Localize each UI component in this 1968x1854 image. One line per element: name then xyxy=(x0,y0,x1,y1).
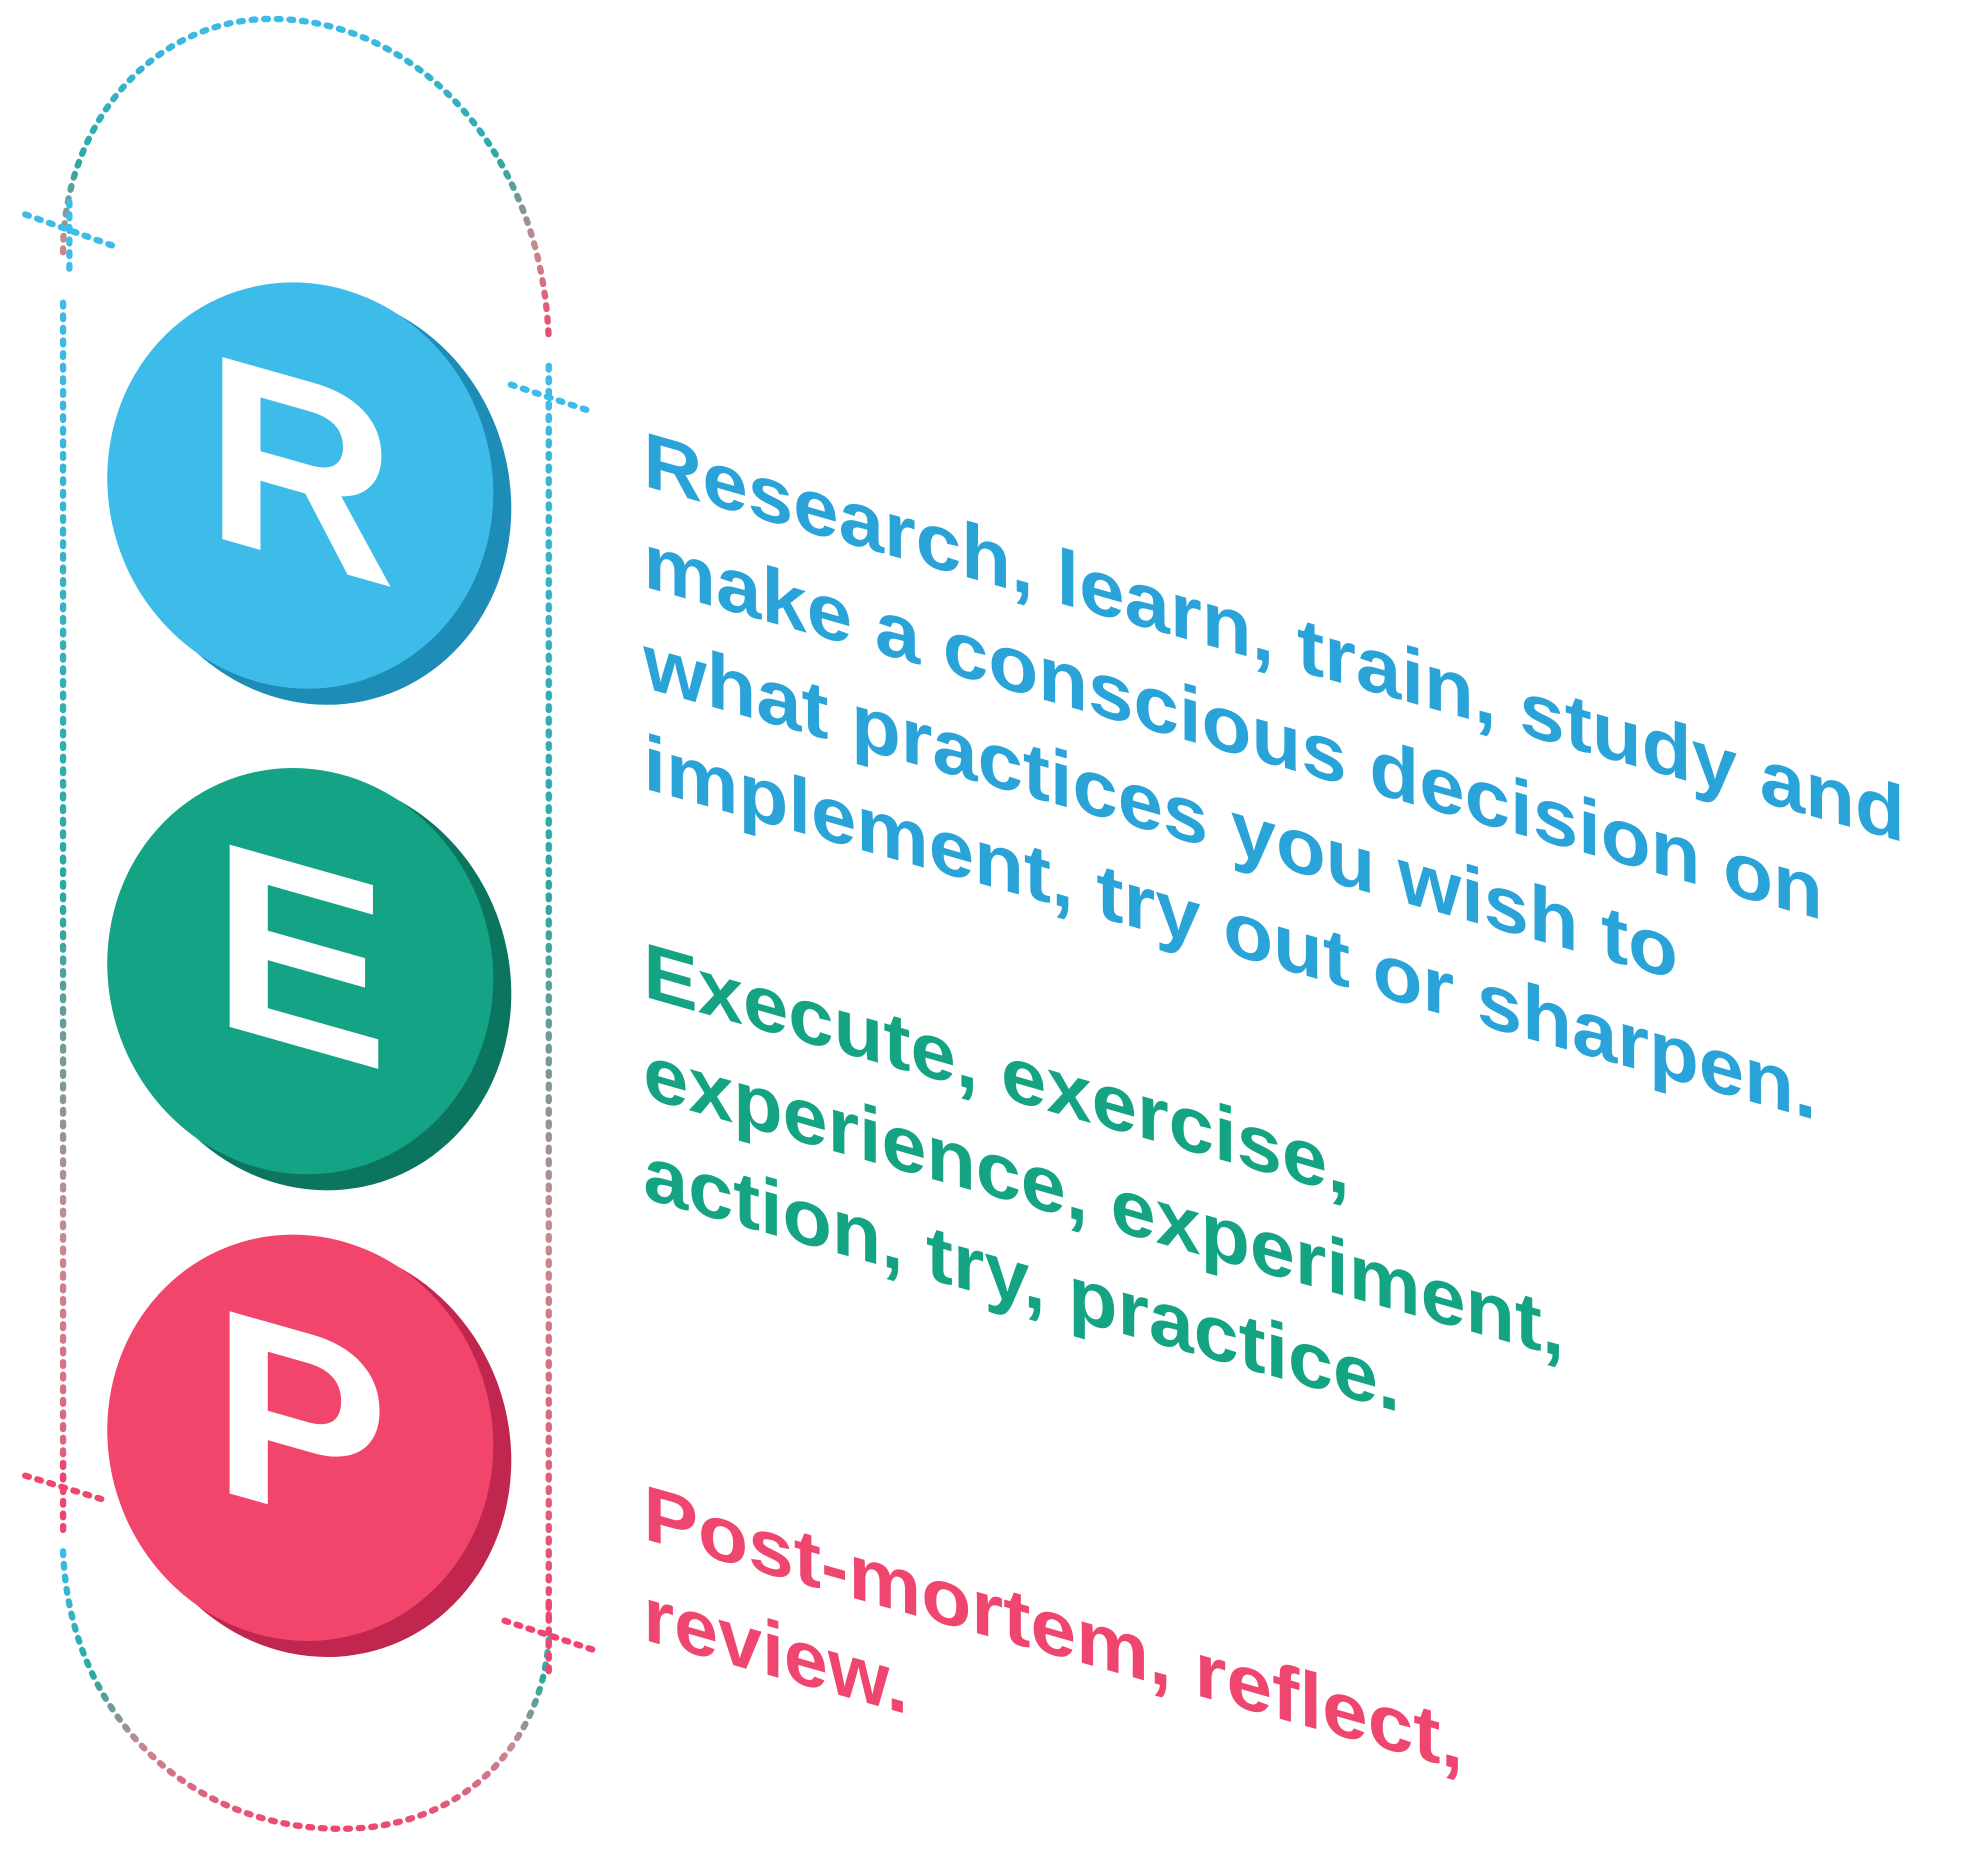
badge-face xyxy=(107,767,494,1175)
badge-letter: P xyxy=(212,1249,389,1595)
step-r-badge: R xyxy=(107,282,512,705)
badge-letter: R xyxy=(205,295,396,645)
step-p-description: Post-mortem, reflect,review. xyxy=(643,1468,1463,1787)
corner-cross-icons xyxy=(22,198,597,1675)
badge-face xyxy=(107,282,494,689)
badge-letter: E xyxy=(212,783,389,1129)
step-p-badge: P xyxy=(107,1234,512,1658)
badge-face xyxy=(107,1234,494,1641)
step-e-badge: E xyxy=(107,767,512,1191)
dotted-outline xyxy=(59,15,552,1832)
